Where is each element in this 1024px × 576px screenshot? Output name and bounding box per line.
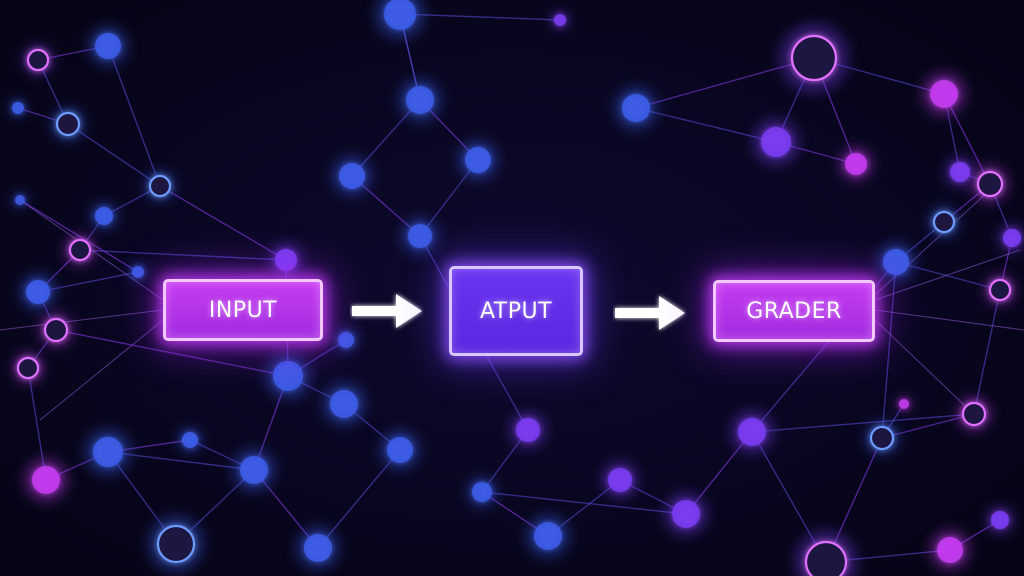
node-input-label: INPUT — [208, 297, 278, 323]
network-edge — [874, 309, 1024, 331]
network-node — [534, 522, 562, 550]
network-edge — [67, 123, 161, 187]
network-node — [132, 266, 144, 278]
network-node — [516, 418, 540, 442]
network-edge — [39, 319, 164, 421]
network-node — [408, 224, 432, 248]
node-output: ATPUT — [449, 266, 583, 356]
network-node — [869, 425, 895, 451]
network-edge — [635, 107, 777, 143]
network-node — [1003, 229, 1021, 247]
node-grader-label: GRADER — [746, 298, 842, 324]
network-node — [95, 207, 113, 225]
network-node — [384, 0, 416, 30]
network-node — [950, 162, 970, 182]
network-node — [991, 511, 1009, 529]
arrow-right-icon — [352, 294, 422, 328]
network-node — [761, 127, 791, 157]
network-node — [672, 500, 700, 528]
network-node — [387, 437, 413, 463]
network-node — [608, 468, 632, 492]
node-grader: GRADER — [713, 280, 875, 342]
network-node — [738, 418, 766, 446]
network-node — [26, 48, 50, 72]
network-node — [472, 482, 492, 502]
network-node — [32, 466, 60, 494]
network-node — [26, 280, 50, 304]
network-node — [930, 80, 958, 108]
arrow-right-icon — [615, 296, 685, 330]
network-node — [182, 432, 198, 448]
network-edge — [751, 413, 975, 433]
network-node — [68, 238, 92, 262]
arrow-output-to-grader — [615, 296, 685, 330]
network-node — [899, 399, 909, 409]
network-edge — [881, 261, 897, 439]
network-node — [16, 356, 40, 380]
network-node — [406, 86, 434, 114]
network-node — [273, 361, 303, 391]
network-node — [275, 249, 297, 271]
network-node — [988, 278, 1012, 302]
network-nodes — [8, 0, 1024, 576]
network-node — [883, 249, 909, 275]
network-node — [790, 34, 838, 82]
network-node — [804, 540, 848, 576]
network-edge — [481, 491, 687, 515]
network-node — [148, 174, 172, 198]
network-node — [339, 163, 365, 189]
network-node — [15, 195, 25, 205]
network-node — [55, 111, 81, 137]
network-node — [937, 537, 963, 563]
network-edge — [55, 329, 289, 377]
network-node — [12, 102, 24, 114]
network-edge — [874, 249, 1021, 301]
network-edge — [107, 451, 255, 471]
node-input: INPUT — [163, 279, 323, 341]
network-node — [845, 153, 867, 175]
network-node — [622, 94, 650, 122]
network-node — [240, 456, 268, 484]
network-node — [976, 170, 1004, 198]
network-node — [93, 437, 123, 467]
network-edge — [107, 45, 161, 187]
network-edge — [973, 289, 1001, 415]
network-node — [304, 534, 332, 562]
network-node — [554, 14, 566, 26]
network-edge — [399, 13, 561, 21]
network-edge — [0, 309, 164, 331]
arrow-input-to-output — [352, 294, 422, 328]
node-output-label: ATPUT — [479, 298, 553, 324]
network-node — [156, 524, 196, 564]
network-node — [465, 147, 491, 173]
network-node — [330, 390, 358, 418]
network-edge — [159, 185, 287, 261]
network-node — [932, 210, 956, 234]
network-node — [961, 401, 987, 427]
network-node — [43, 317, 69, 343]
network-edge — [79, 249, 287, 261]
network-node — [338, 332, 354, 348]
network-node — [95, 33, 121, 59]
